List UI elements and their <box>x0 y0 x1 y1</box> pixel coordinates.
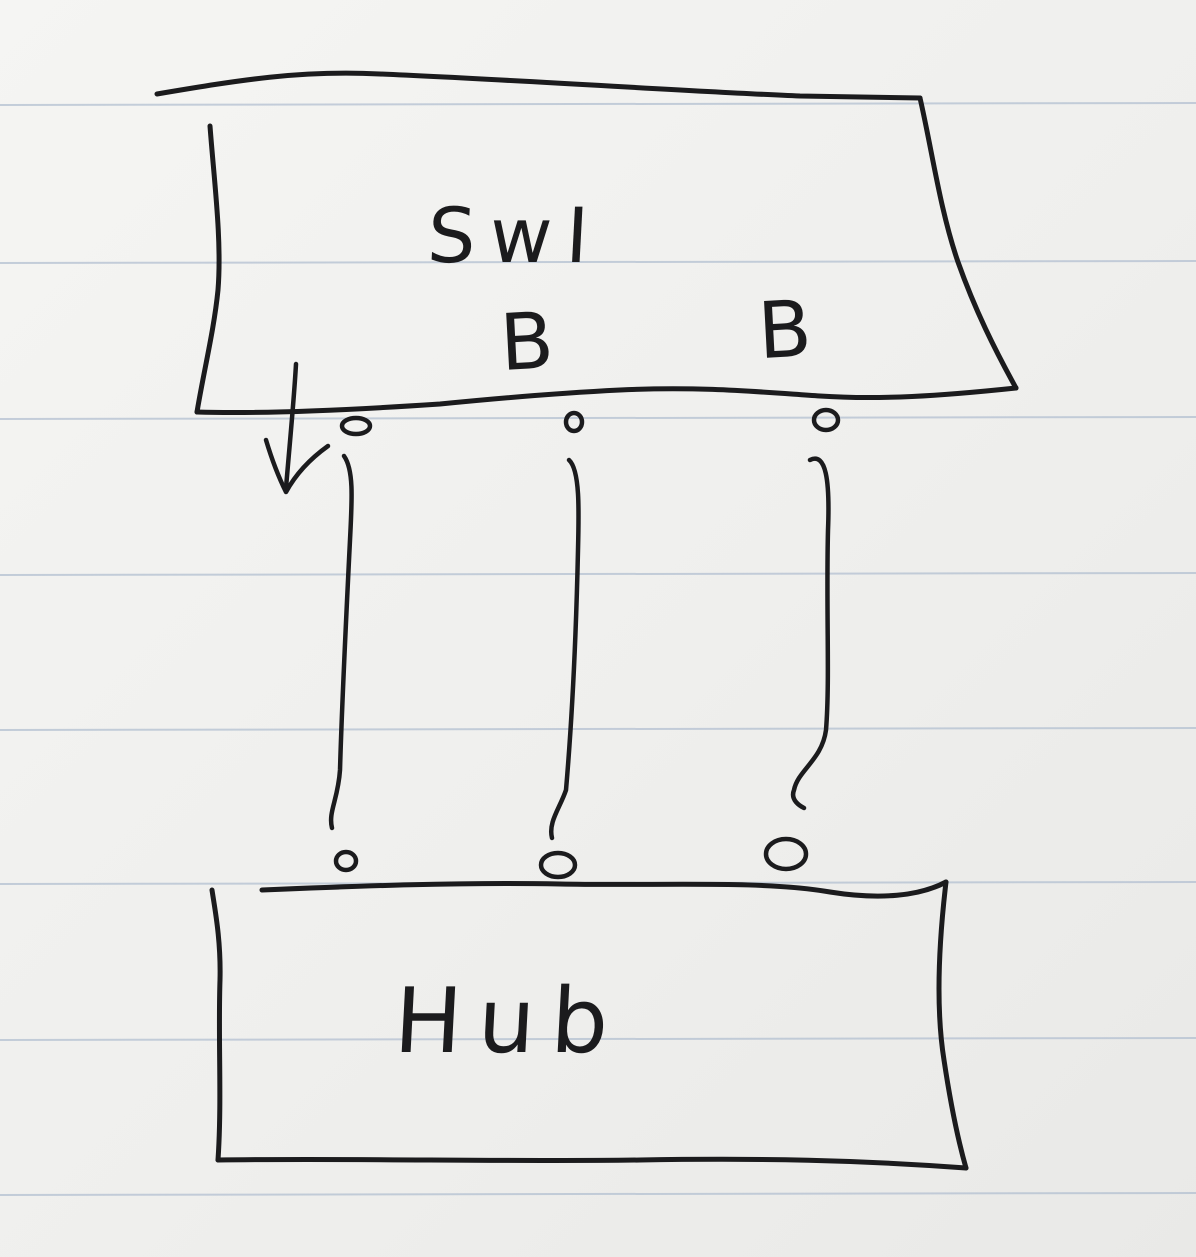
top-box-label: SwI <box>425 191 604 280</box>
rule-line <box>0 416 1196 420</box>
port-marks: B B <box>498 284 814 389</box>
bottom-ports <box>333 836 809 880</box>
bottom-box-left-edge <box>209 887 223 1163</box>
bottom-port-circle <box>538 850 578 880</box>
top-port-circle <box>339 415 373 437</box>
top-ports <box>339 407 841 437</box>
down-arrow-icon <box>263 361 331 495</box>
rule-line <box>0 260 1196 264</box>
rule-line <box>0 1037 1196 1041</box>
port-mark-b: B <box>756 284 814 377</box>
top-port-circle <box>811 407 841 433</box>
arrow-head <box>263 437 331 495</box>
bottom-port-circle <box>763 836 809 872</box>
bottom-box <box>209 879 969 1171</box>
top-box-left-edge <box>194 123 222 415</box>
rule-line <box>0 1192 1196 1196</box>
top-box-right-edge <box>917 95 1019 391</box>
bottom-box-bottom-edge <box>215 1156 969 1171</box>
arrow-shaft <box>283 361 299 491</box>
bottom-box-right-edge <box>936 879 969 1171</box>
top-box-top-edge <box>154 70 923 101</box>
top-box <box>154 70 1019 416</box>
top-box-bottom-edge <box>194 385 1019 416</box>
links <box>328 453 831 841</box>
link-wire <box>328 453 354 831</box>
rule-line <box>0 102 1196 106</box>
bottom-port-circle <box>333 849 359 873</box>
port-mark-b: B <box>498 296 556 389</box>
top-port-circle <box>563 410 585 434</box>
link-wire <box>790 456 831 811</box>
rule-line <box>0 727 1196 731</box>
rule-line <box>0 572 1196 576</box>
bottom-box-label: Hub <box>392 969 627 1074</box>
link-wire <box>548 457 581 841</box>
bottom-box-top-edge <box>259 879 949 899</box>
